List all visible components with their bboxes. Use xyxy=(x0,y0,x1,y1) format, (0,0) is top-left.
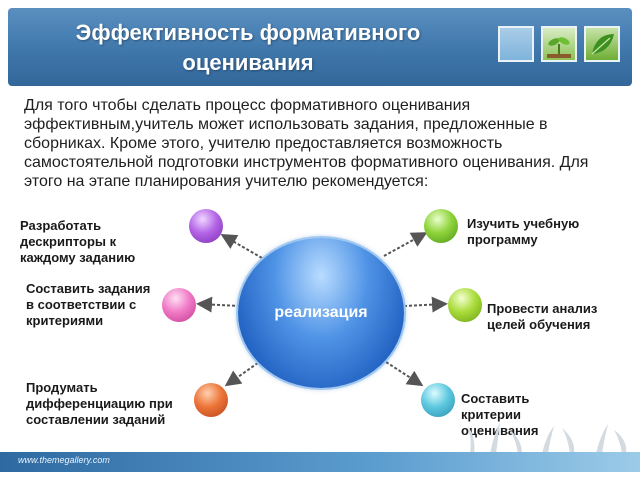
cyan-bullet-ball xyxy=(421,383,455,417)
intro-paragraph: Для того чтобы сделать процесс формативн… xyxy=(24,97,589,190)
item-right-top: Изучить учебную программу xyxy=(467,216,580,247)
sprout-icon xyxy=(547,37,571,58)
green-bullet-ball xyxy=(424,209,458,243)
item-left-bottom: Продумать дифференциацию при составлении… xyxy=(26,380,173,427)
item-left-middle: Составить задания в соответствии с крите… xyxy=(26,281,151,328)
center-label: реализация xyxy=(274,304,368,321)
pink-bullet-ball xyxy=(162,288,196,322)
sprout-thumbnail-image xyxy=(541,26,577,62)
purple-bullet-ball xyxy=(189,209,223,243)
item-left-top: Разработать дескрипторы к каждому задани… xyxy=(20,218,136,265)
leaf-thumbnail-image xyxy=(584,26,620,62)
arrow-right-bottom xyxy=(385,361,424,387)
leaf-icon xyxy=(591,34,614,55)
footer-url: www.themegallery.com xyxy=(18,455,110,465)
arrow-right-middle xyxy=(403,296,448,313)
sky-thumbnail-image xyxy=(498,26,534,62)
slide-title: Эффективность формативного оценивания xyxy=(75,20,421,75)
grass-decoration-image xyxy=(468,422,627,454)
footer-bar: www.themegallery.com xyxy=(0,452,640,472)
lime-bullet-ball xyxy=(448,288,482,322)
arrow-left-top xyxy=(220,233,263,259)
arrow-left-bottom xyxy=(224,359,263,387)
title-banner: Эффективность формативного оценивания xyxy=(8,8,632,86)
arrow-left-middle xyxy=(196,296,241,313)
item-right-middle: Провести анализ целей обучения xyxy=(487,301,598,332)
center-circle: реализация xyxy=(238,238,404,388)
arrow-right-top xyxy=(383,232,428,257)
item-right-bottom: Составить критерии оценивания xyxy=(461,391,539,438)
orange-bullet-ball xyxy=(194,383,228,417)
